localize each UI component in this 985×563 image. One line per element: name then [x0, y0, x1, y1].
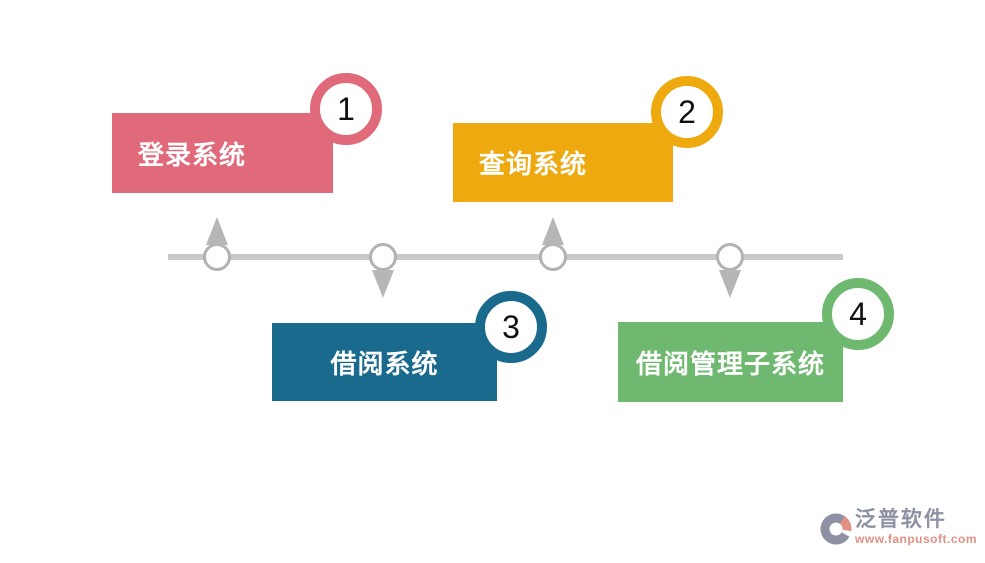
timeline-line	[168, 254, 843, 260]
step-label: 登录系统	[138, 139, 247, 170]
step-number-badge: 3	[475, 291, 547, 363]
step-number-badge: 4	[822, 278, 894, 350]
watermark: 泛普软件 www.fanpusoft.com	[819, 509, 977, 546]
fanpu-logo-icon	[819, 512, 853, 546]
up-arrow-icon	[542, 217, 564, 245]
up-arrow-icon	[206, 217, 228, 245]
watermark-text: 泛普软件 www.fanpusoft.com	[855, 509, 977, 545]
step-box: 查询系统	[453, 123, 673, 202]
step-box: 借阅系统	[272, 323, 497, 401]
down-arrow-icon	[372, 270, 394, 298]
step-box: 借阅管理子系统	[618, 322, 843, 402]
step-number-badge: 1	[310, 73, 382, 145]
step-number: 3	[502, 308, 520, 345]
down-arrow-icon	[719, 270, 741, 298]
step-number: 1	[337, 90, 355, 127]
step-label: 借阅系统	[330, 348, 439, 379]
timeline-node	[539, 243, 567, 271]
step-number: 4	[849, 295, 867, 332]
timeline-node	[716, 243, 744, 271]
step-label: 查询系统	[479, 149, 588, 179]
watermark-brand: 泛普软件	[854, 508, 947, 531]
timeline-node	[203, 243, 231, 271]
step-number-badge: 2	[651, 76, 723, 148]
timeline-node	[369, 243, 397, 271]
watermark-url: www.fanpusoft.com	[854, 532, 977, 546]
step-label: 借阅管理子系统	[635, 348, 825, 379]
step-box: 登录系统	[112, 113, 333, 193]
step-number: 2	[678, 93, 696, 130]
